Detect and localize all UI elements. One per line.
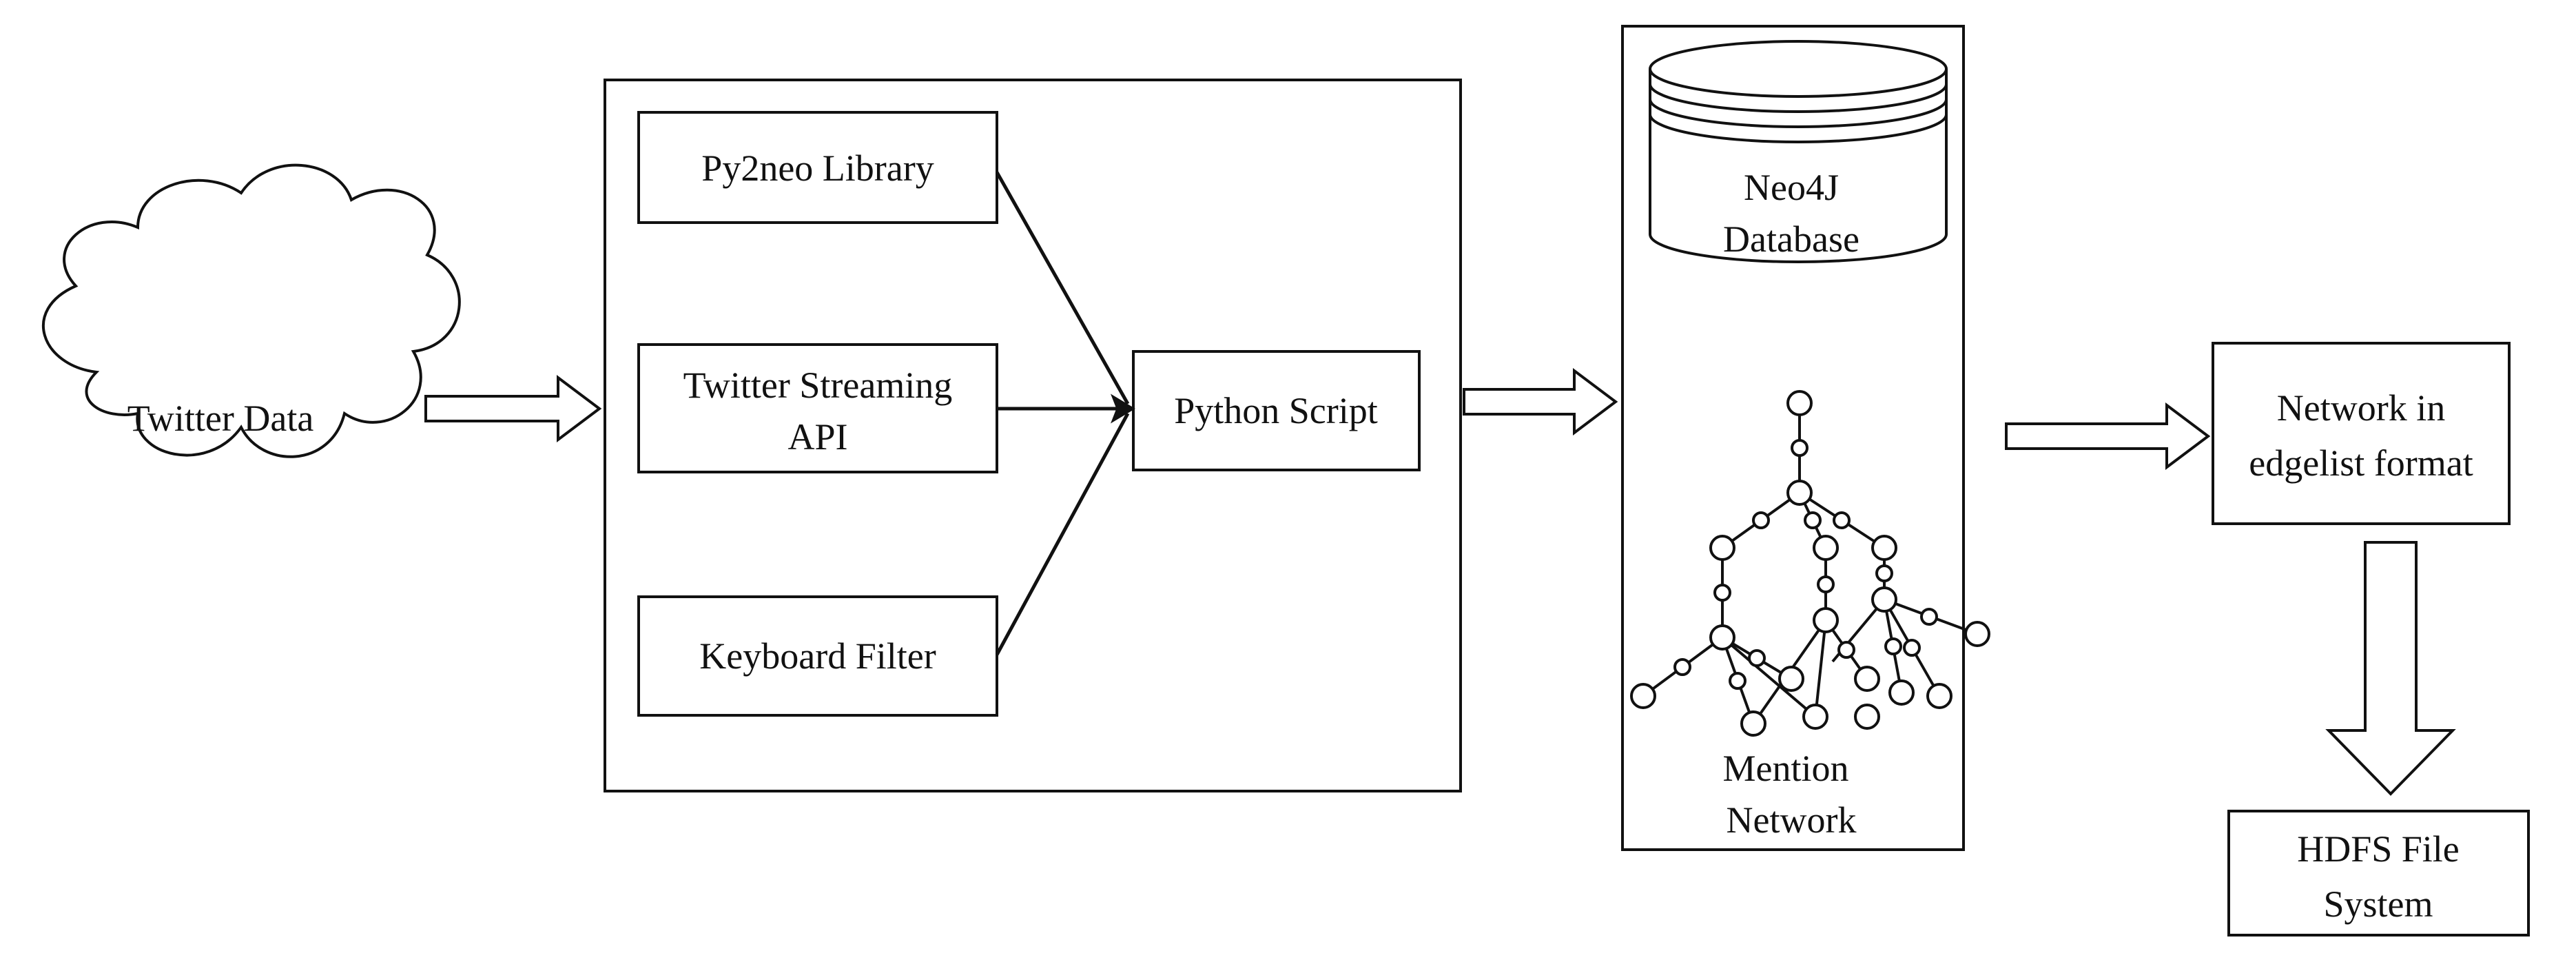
hdfs-label-line2: System — [2323, 883, 2433, 925]
cloud-shape — [42, 163, 461, 458]
block-arrow — [2005, 402, 2211, 470]
edgelist-label-line2: edgelist format — [2249, 442, 2473, 484]
connector-lines — [995, 171, 1130, 656]
block-arrow — [424, 375, 602, 442]
database-icon — [1649, 40, 1948, 263]
block-arrow-down — [2325, 541, 2456, 796]
mention-network-graph — [1630, 390, 1990, 737]
mention-network-label-line1: Mention — [1723, 748, 1849, 789]
hdfs-node: HDFS File System — [2227, 810, 2530, 937]
connector-arrowhead — [1111, 393, 1135, 424]
edgelist-label-line1: Network in — [2277, 387, 2445, 429]
database-label-line1: Neo4J — [1744, 167, 1839, 208]
processing-box — [604, 79, 1462, 792]
twitter-streaming-api-node: Twitter Streaming API — [637, 343, 998, 473]
edgelist-node: Network in edgelist format — [2212, 342, 2511, 525]
twitter-data-cloud: Twitter Data — [42, 163, 461, 458]
connector-filter-to-script — [995, 412, 1130, 656]
block-arrow — [1463, 368, 1618, 436]
hdfs-label-line1: HDFS File — [2297, 828, 2460, 870]
connector-library-to-script — [995, 171, 1130, 405]
python-script-node: Python Script — [1132, 350, 1421, 471]
twitter-data-label: Twitter Data — [127, 398, 314, 439]
neo4j-panel — [1621, 25, 1965, 851]
py2neo-library-label: Py2neo Library — [701, 147, 934, 189]
keyboard-filter-node: Keyboard Filter — [637, 595, 998, 717]
database-label-line2: Database — [1723, 218, 1859, 260]
streaming-api-label-line2: API — [787, 416, 847, 458]
py2neo-library-node: Py2neo Library — [637, 111, 998, 224]
streaming-api-label-line1: Twitter Streaming — [683, 365, 953, 406]
python-script-label: Python Script — [1174, 390, 1378, 431]
keyboard-filter-label: Keyboard Filter — [699, 635, 936, 677]
mention-network-label-line2: Network — [1727, 799, 1857, 841]
